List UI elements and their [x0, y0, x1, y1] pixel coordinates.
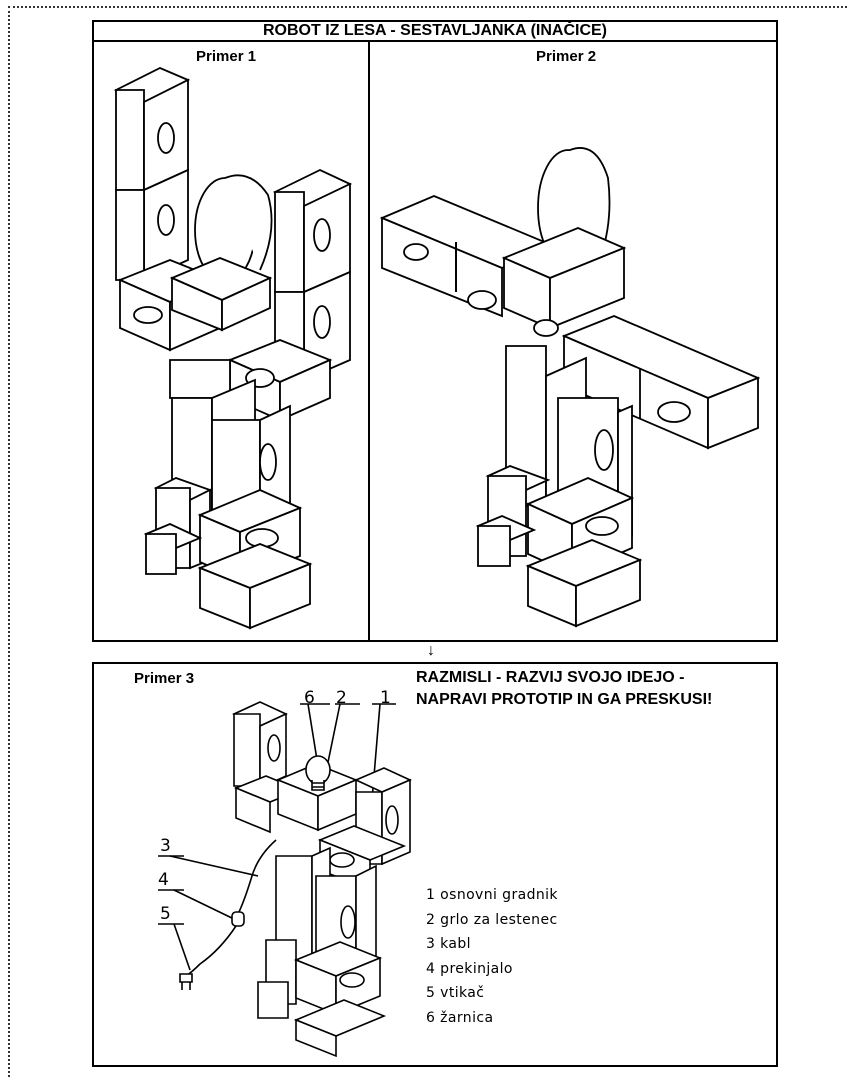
callout-5: 5: [160, 904, 171, 924]
flow-arrow: ↓: [427, 642, 435, 659]
callout-3: 3: [160, 836, 171, 856]
example3-label: Primer 3: [134, 670, 195, 687]
robot-drawing-1: [110, 60, 350, 640]
robot-drawing-3: [140, 680, 440, 1060]
callout-4: 4: [158, 870, 169, 890]
page-title: ROBOT IZ LESA - SESTAVLJANKA (INAČICE): [92, 20, 778, 42]
parts-legend: 1 osnovni gradnik 2 grlo za lestenec 3 k…: [426, 883, 558, 1030]
legend-item: 2 grlo za lestenec: [426, 911, 558, 928]
page-border: [8, 6, 847, 1077]
example3-heading-line1: RAZMISLI - RAZVIJ SVOJO IDEJO -: [416, 669, 685, 686]
callout-1: 1: [380, 688, 391, 708]
example2-label: Primer 2: [536, 48, 597, 65]
robot-drawing-2: [378, 78, 758, 638]
example1-label: Primer 1: [196, 48, 257, 65]
legend-item: 1 osnovni gradnik: [426, 887, 558, 903]
callout-2: 2: [336, 688, 347, 708]
example2-panel: [368, 40, 778, 642]
callout-6: 6: [304, 688, 315, 708]
legend-item: 4 prekinjalo: [426, 960, 513, 977]
legend-item: 5 vtikač: [426, 985, 485, 1001]
legend-item: 3 kabl: [426, 936, 471, 952]
legend-item: 6 žarnica: [426, 1009, 494, 1026]
example3-heading-line2: NAPRAVI PROTOTIP IN GA PRESKUSI!: [416, 691, 713, 708]
example3-panel: [92, 662, 778, 1067]
